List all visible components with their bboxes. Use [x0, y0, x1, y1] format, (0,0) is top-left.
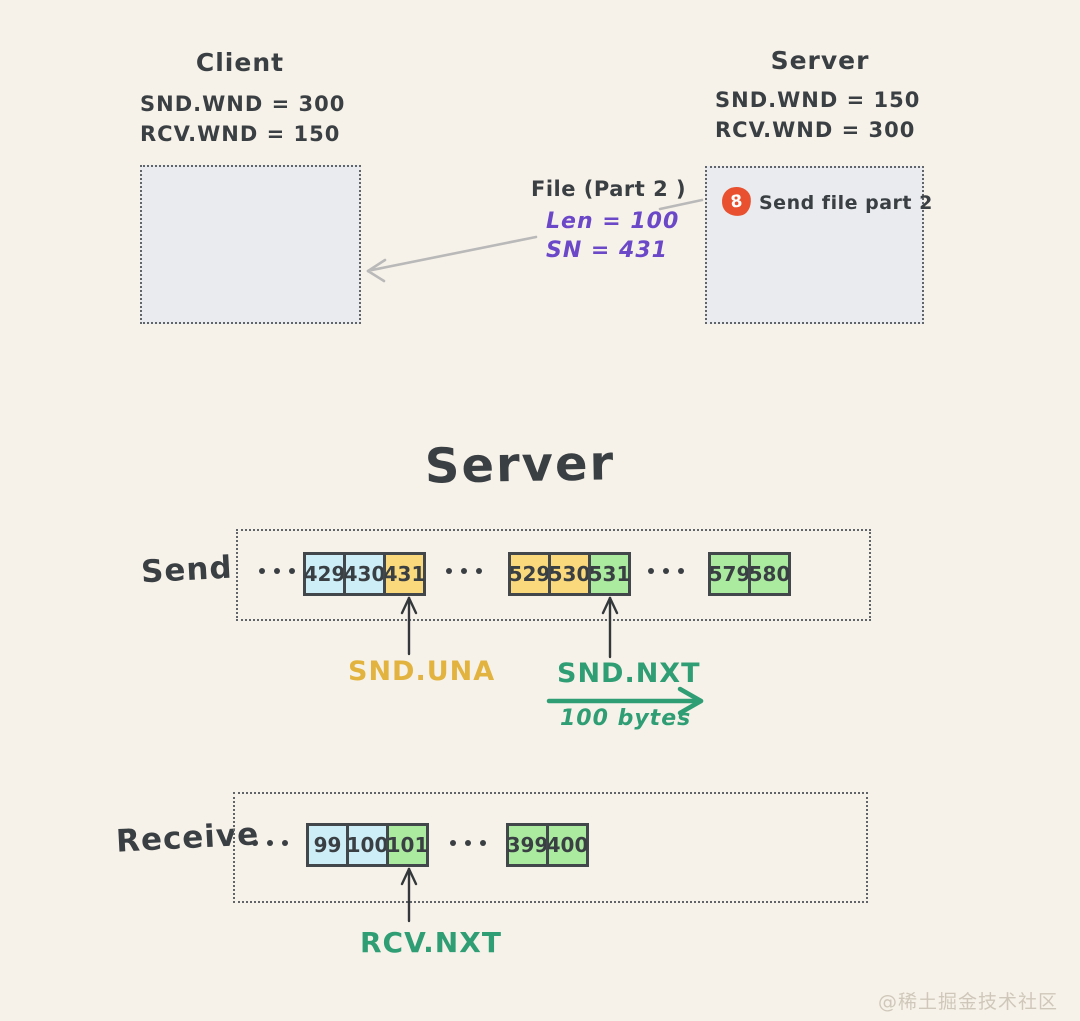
- client-snd-wnd: SND.WND = 300: [140, 92, 346, 116]
- receive-buffer-box: [233, 792, 868, 903]
- seq-cell: 529: [508, 552, 551, 596]
- client-window-box: [140, 165, 361, 324]
- snd-una-label: SND.UNA: [348, 656, 496, 687]
- packet-len: Len = 100: [546, 209, 680, 234]
- client-title: Client: [195, 48, 285, 77]
- send-segment-3: 579 580: [708, 552, 791, 596]
- seq-cell: 430: [343, 552, 386, 596]
- section-title-server: Server: [424, 435, 616, 495]
- client-rcv-wnd: RCV.WND = 150: [140, 122, 341, 146]
- seq-cell: 400: [546, 823, 589, 867]
- packet-title: File (Part 2 ): [531, 177, 687, 201]
- seq-cell: 530: [548, 552, 591, 596]
- receive-segment-2: 399 400: [506, 823, 589, 867]
- seq-cell: 99: [306, 823, 349, 867]
- server-snd-wnd: SND.WND = 150: [715, 88, 921, 112]
- step-label: Send file part 2: [759, 192, 933, 214]
- ellipsis-icon: [446, 568, 482, 574]
- seq-cell: 429: [303, 552, 346, 596]
- rcv-nxt-label: RCV.NXT: [360, 926, 502, 959]
- server-rcv-wnd: RCV.WND = 300: [715, 118, 916, 142]
- seq-cell: 100: [346, 823, 389, 867]
- seq-cell: 399: [506, 823, 549, 867]
- ellipsis-icon: [259, 568, 295, 574]
- send-row-label: Send: [140, 549, 234, 591]
- ellipsis-icon: [450, 840, 486, 846]
- ellipsis-icon: [252, 840, 288, 846]
- seq-cell: 579: [708, 552, 751, 596]
- seq-cell: 531: [588, 552, 631, 596]
- watermark: @稀土掘金技术社区: [877, 991, 1058, 1013]
- packet-sn: SN = 431: [546, 238, 668, 263]
- seq-cell: 431: [383, 552, 426, 596]
- seq-cell: 580: [748, 552, 791, 596]
- snd-nxt-label: SND.NXT: [557, 658, 701, 689]
- seq-cell: 101: [386, 823, 429, 867]
- ellipsis-icon: [648, 568, 684, 574]
- send-segment-2: 529 530 531: [508, 552, 631, 596]
- server-title: Server: [770, 46, 870, 75]
- send-buffer-box: [236, 529, 871, 621]
- send-segment-1: 429 430 431: [303, 552, 426, 596]
- receive-segment-1: 99 100 101: [306, 823, 429, 867]
- snd-nxt-bytes-label: 100 bytes: [560, 706, 692, 731]
